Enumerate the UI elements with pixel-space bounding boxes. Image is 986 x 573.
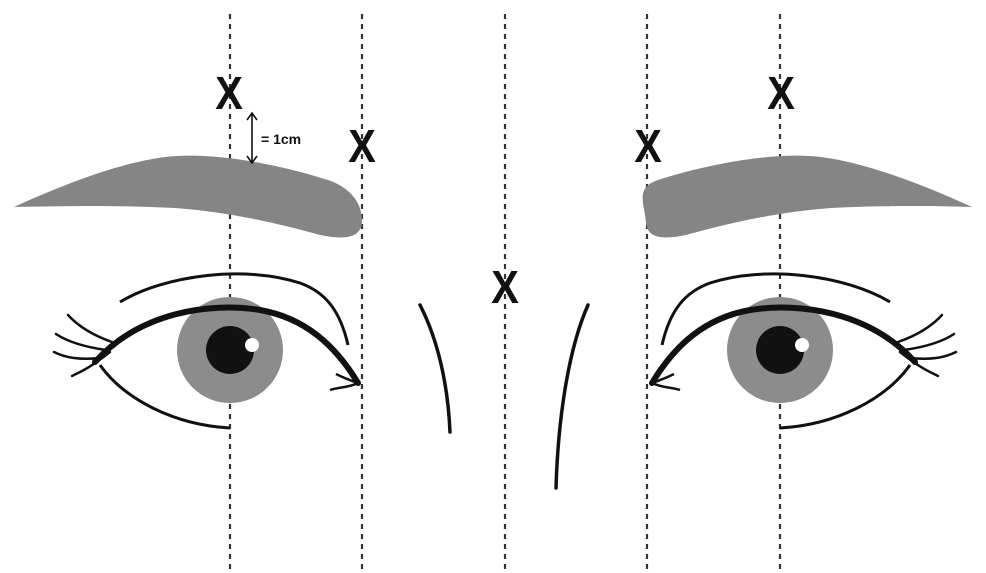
marker-x-right-brow-start: X xyxy=(630,123,666,169)
marker-x-left-brow-top: X xyxy=(211,70,247,116)
left-eyelashes xyxy=(54,315,112,376)
right-eye xyxy=(652,274,956,428)
nose-line-left xyxy=(420,305,450,432)
left-eye xyxy=(54,274,358,428)
left-eye-highlight xyxy=(245,338,259,352)
left-eyebrow xyxy=(14,156,362,238)
nose-line-right xyxy=(556,305,588,488)
marker-x-left-brow-start: X xyxy=(344,123,380,169)
marker-x-right-brow-top: X xyxy=(763,70,799,116)
measurement-arrow xyxy=(247,113,257,163)
right-eyebrow xyxy=(643,156,972,238)
right-eye-highlight xyxy=(795,338,809,352)
measurement-label: = 1cm xyxy=(261,131,301,147)
left-pupil xyxy=(206,326,254,374)
marker-x-center: X xyxy=(487,264,523,310)
right-eyelashes xyxy=(898,315,956,376)
right-pupil xyxy=(756,326,804,374)
